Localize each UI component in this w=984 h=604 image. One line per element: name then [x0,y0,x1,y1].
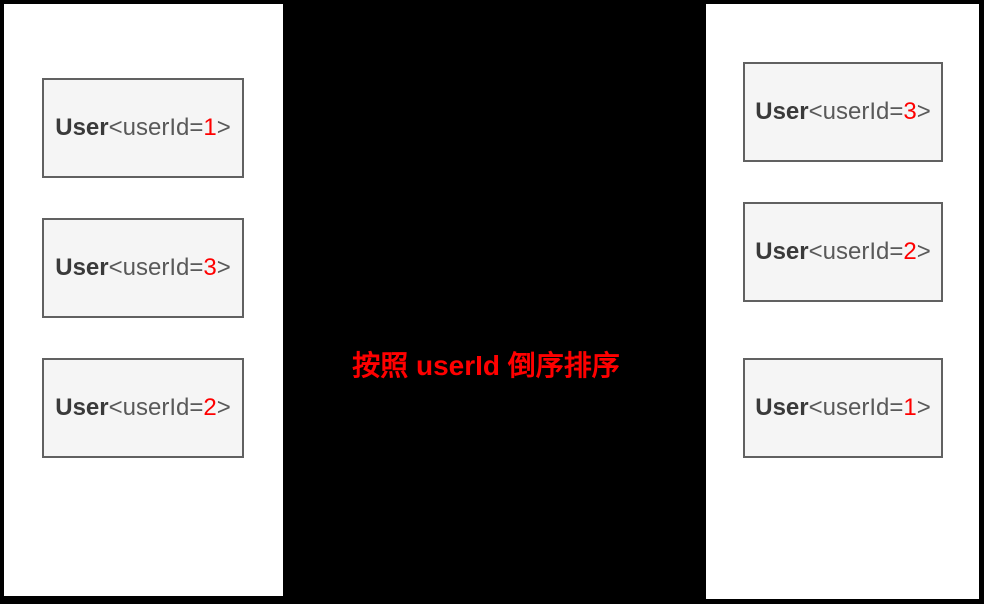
user-attr-label: <userId= [108,394,204,421]
user-id-value: 3 [903,98,917,125]
user-id-value: 3 [203,254,217,281]
user-box-left-1: User<userId=1> [42,78,244,178]
user-type-label: User [55,114,109,141]
user-id-value: 2 [903,238,917,265]
user-id-value: 2 [203,394,217,421]
left-panel: User<userId=1> User<userId=3> User<userI… [4,4,283,596]
user-close-bracket: > [916,98,931,125]
user-type-label: User [755,98,809,125]
user-close-bracket: > [916,238,931,265]
user-close-bracket: > [216,114,231,141]
right-panel: User<userId=3> User<userId=2> User<userI… [706,4,979,599]
user-box-right-3: User<userId=1> [743,358,943,458]
user-type-label: User [55,254,109,281]
user-close-bracket: > [216,254,231,281]
user-close-bracket: > [916,394,931,421]
user-id-value: 1 [903,394,917,421]
user-close-bracket: > [216,394,231,421]
user-type-label: User [755,394,809,421]
user-id-value: 1 [203,114,217,141]
user-attr-label: <userId= [108,114,204,141]
user-attr-label: <userId= [808,238,904,265]
user-type-label: User [755,238,809,265]
user-box-right-1: User<userId=3> [743,62,943,162]
user-attr-label: <userId= [808,394,904,421]
user-attr-label: <userId= [808,98,904,125]
user-type-label: User [55,394,109,421]
sort-annotation: 按照 userId 倒序排序 [352,350,620,381]
user-attr-label: <userId= [108,254,204,281]
user-box-right-2: User<userId=2> [743,202,943,302]
user-box-left-3: User<userId=2> [42,358,244,458]
user-box-left-2: User<userId=3> [42,218,244,318]
